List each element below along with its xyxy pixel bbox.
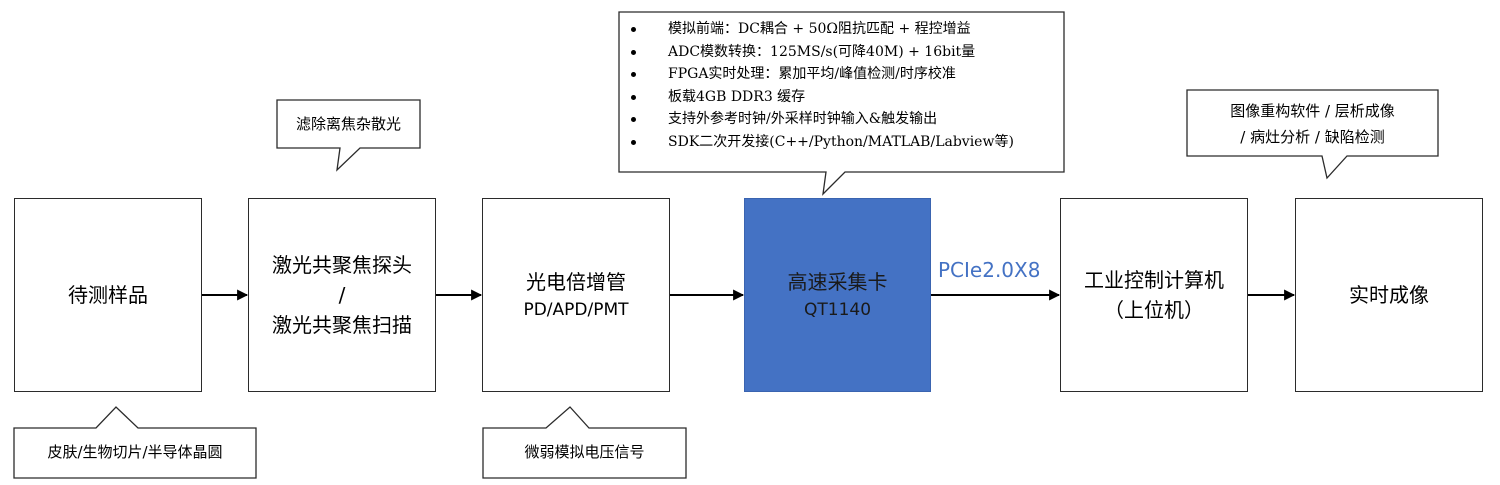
card-feature-item: 支持外参考时钟/外采样时钟输入&触发输出 (628, 108, 1014, 131)
node-card: 高速采集卡 QT1140 (744, 198, 931, 392)
callout-software-text: 图像重构软件 / 层析成像 / 病灶分析 / 缺陷检测 (1187, 98, 1438, 150)
link-label-pcie: PCIe2.0X8 (938, 258, 1041, 282)
node-imaging-label: 实时成像 (1349, 283, 1429, 307)
card-feature-item: ADC模数转换：125MS/s(可降40M) + 16bit量 (628, 41, 1014, 64)
callout-probe-text: 滤除离焦杂散光 (295, 115, 401, 133)
callout-detector-shape (482, 406, 687, 479)
node-computer-label: 工业控制计算机 (1084, 268, 1224, 292)
card-feature-item: SDK二次开发接(C++/Python/MATLAB/Labview等) (628, 131, 1014, 154)
node-sample-label: 待测样品 (68, 283, 148, 307)
callout-software-line2: / 病灶分析 / 缺陷检测 (1240, 128, 1385, 146)
callout-detector-text: 微弱模拟电压信号 (524, 443, 645, 461)
callout-probe-shape (276, 99, 421, 172)
node-probe: 激光共聚焦探头 / 激光共聚焦扫描 (248, 198, 436, 392)
node-probe-line3: 激光共聚焦扫描 (272, 313, 412, 337)
card-feature-item: FPGA实时处理：累加平均/峰值检测/时序校准 (628, 63, 1014, 86)
callout-sample-text: 皮肤/生物切片/半导体晶圆 (47, 443, 223, 461)
callout-sample-shape (13, 406, 257, 479)
node-detector-sub: PD/APD/PMT (523, 300, 629, 320)
node-card-label: 高速采集卡 (787, 270, 888, 294)
node-detector: 光电倍增管 PD/APD/PMT (482, 198, 670, 392)
card-feature-item: 板载4GB DDR3 缓存 (628, 86, 1014, 109)
card-feature-list: 模拟前端：DC耦合 + 50Ω阻抗匹配 + 程控增益 ADC模数转换：125MS… (628, 18, 1014, 153)
callout-software-line1: 图像重构软件 / 层析成像 (1230, 102, 1395, 120)
node-card-sub: QT1140 (803, 300, 872, 320)
node-probe-line1: 激光共聚焦探头 (272, 253, 412, 277)
node-computer: 工业控制计算机 （上位机） (1060, 198, 1248, 392)
node-sample: 待测样品 (14, 198, 202, 392)
node-imaging: 实时成像 (1295, 198, 1483, 392)
callout-card-shape (618, 11, 1065, 196)
card-feature-item: 模拟前端：DC耦合 + 50Ω阻抗匹配 + 程控增益 (628, 18, 1014, 41)
node-computer-sub: （上位机） (1104, 298, 1204, 322)
node-probe-line2: / (338, 283, 346, 307)
node-detector-label: 光电倍增管 (526, 270, 626, 294)
callout-software-shape (1186, 89, 1439, 180)
